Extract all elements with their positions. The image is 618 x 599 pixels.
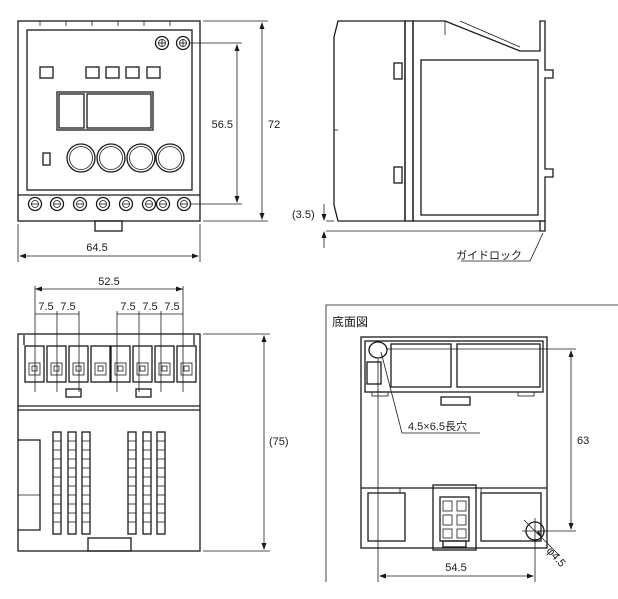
status-led: [85, 66, 100, 79]
slot-callout: 4.5×6.5長穴: [380, 351, 480, 434]
guide-lock-callout: ガイドロック: [456, 232, 544, 262]
din-latch: [432, 484, 477, 551]
front-body-outline: [17, 20, 201, 222]
status-led: [125, 66, 140, 79]
dim-mount-pitch-label: 56.5: [212, 119, 233, 131]
guide-lock-label: ガイドロック: [456, 249, 522, 262]
top-screw: [175, 35, 191, 51]
bottom-body-outline: [360, 336, 548, 549]
bottom-view-frame: [325, 304, 618, 582]
dim-front-width-label: 64.5: [86, 242, 107, 254]
dim-pitch-3-label: 7.5: [120, 301, 135, 313]
dim-rail-offset-label: (3.5): [292, 209, 315, 221]
bottom-view-title: 底面図: [332, 314, 368, 329]
dim-pitch-4-label: 7.5: [142, 301, 157, 313]
bottom-view: 底面図: [325, 304, 618, 582]
dim-bottom-vertical: 63: [387, 348, 589, 532]
side-label-area: [420, 59, 539, 216]
dim-front-width: 64.5: [17, 224, 201, 262]
status-led: [105, 66, 120, 79]
display-window: [56, 91, 154, 131]
front-button: [126, 143, 156, 173]
top-screw: [154, 35, 170, 51]
vent-slots: [52, 431, 166, 535]
dim-terminal-overall: 52.5: [34, 276, 184, 392]
dim-pitch-5-label: 7.5: [164, 301, 179, 313]
front-inner-panel: [26, 29, 193, 191]
dim-mount-pitch: 56.5: [190, 42, 242, 205]
dim-terminal-pitch: 7.5 7.5 7.5 7.5 7.5: [35, 301, 183, 392]
side-view: (3.5) ガイドロック: [292, 20, 554, 262]
dim-terminal-overall-label: 52.5: [98, 276, 119, 288]
status-led: [39, 66, 54, 79]
dim-terminal-height-label: (75): [269, 436, 289, 448]
terminal-view: 52.5 7.5 7.5 7.5 7.5 7.5 (75): [17, 276, 289, 552]
slot-label: 4.5×6.5長穴: [408, 419, 467, 433]
hole-diameter-label: φ4.5: [544, 545, 568, 570]
front-button: [66, 143, 96, 173]
side-body: [412, 20, 554, 222]
terminal-body-outline: [17, 333, 201, 552]
dim-bottom-vertical-label: 63: [577, 435, 589, 447]
dim-front-height: 72: [203, 20, 280, 222]
side-front-cover: [333, 20, 406, 222]
indicator-slot: [42, 152, 51, 166]
dim-bottom-horizontal: 54.5: [377, 359, 536, 582]
front-view: 64.5 72 56.5: [17, 20, 280, 262]
dim-pitch-2-label: 7.5: [60, 301, 75, 313]
status-led: [146, 66, 161, 79]
dim-bottom-horizontal-label: 54.5: [445, 562, 466, 574]
front-button: [96, 143, 126, 173]
dim-pitch-1-label: 7.5: [38, 301, 53, 313]
front-button: [155, 143, 185, 173]
dim-rail-offset: (3.5): [292, 204, 327, 248]
dim-terminal-height: (75): [203, 333, 289, 552]
dim-front-height-label: 72: [268, 119, 280, 131]
mounting-slot: [368, 341, 388, 359]
